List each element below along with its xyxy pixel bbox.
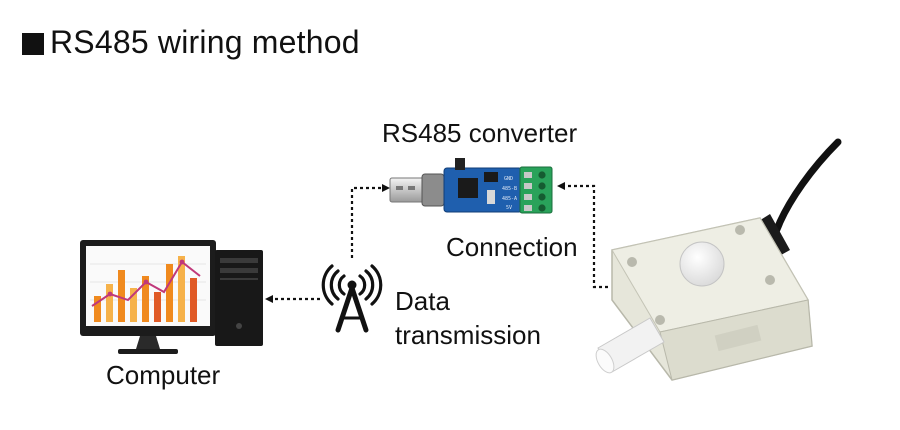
heading-square-icon	[22, 33, 44, 55]
page-heading: RS485 wiring method	[22, 24, 360, 61]
data-transmission-label-line2: transmission	[395, 320, 541, 350]
computer-label: Computer	[106, 360, 221, 390]
connection-label: Connection	[446, 232, 578, 262]
pin-label-485a: 485-A	[502, 196, 517, 202]
converter-label: RS485 converter	[382, 118, 578, 148]
pin-label-485b: 485-B	[502, 186, 517, 192]
pin-label-gnd: GND	[504, 176, 513, 182]
pin-label-5v: 5V	[506, 205, 512, 211]
data-transmission-label-line1: Data	[395, 286, 450, 316]
antenna-tower-icon	[321, 264, 383, 333]
sensor-image	[595, 138, 842, 381]
rs485-converter-image: GND 485-B 485-A 5V	[389, 158, 553, 214]
computer-image	[80, 240, 263, 354]
arrow-to-terminal	[557, 182, 608, 289]
dotted-arrows	[265, 182, 608, 303]
page-title: RS485 wiring method	[50, 24, 360, 60]
arrow-to-usb	[350, 184, 390, 258]
